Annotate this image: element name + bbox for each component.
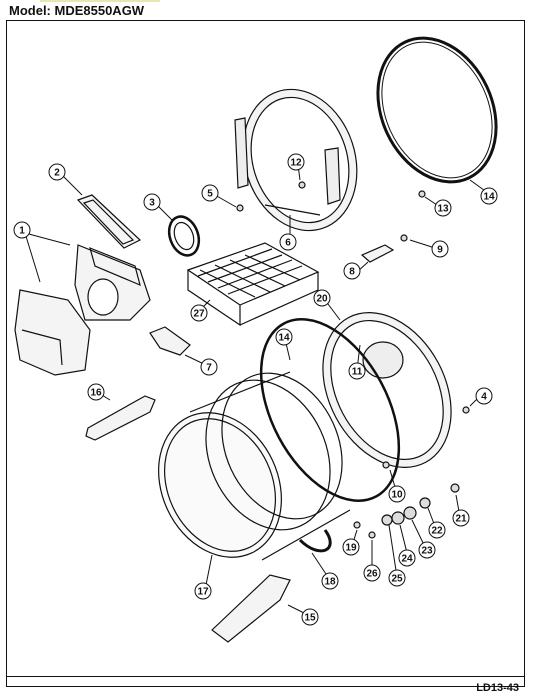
diagram-frame — [6, 20, 525, 687]
callout-14-mid: 14 — [275, 328, 293, 346]
callout-3: 3 — [143, 193, 161, 211]
lint-filter-part-2 — [76, 194, 142, 249]
svg-text:27: 27 — [193, 309, 205, 320]
svg-text:3: 3 — [149, 198, 155, 209]
svg-text:4: 4 — [481, 392, 487, 403]
panel-part-15 — [211, 574, 291, 643]
drying-rack-part-27 — [186, 242, 320, 327]
svg-text:17: 17 — [197, 587, 209, 598]
callout-9: 9 — [431, 240, 449, 258]
top-color-strip — [40, 0, 160, 2]
callout-7: 7 — [200, 358, 218, 376]
foot-pad-part-16 — [85, 395, 156, 441]
callout-8: 8 — [343, 262, 361, 280]
svg-text:14: 14 — [483, 192, 495, 203]
callout-16: 16 — [87, 383, 105, 401]
callout-14-top: 14 — [480, 187, 498, 205]
svg-text:10: 10 — [391, 490, 403, 501]
callout-5: 5 — [201, 184, 219, 202]
svg-text:19: 19 — [345, 543, 357, 554]
callout-6: 6 — [279, 233, 297, 251]
svg-text:25: 25 — [391, 574, 403, 585]
svg-text:24: 24 — [401, 554, 413, 565]
callout-20: 20 — [313, 289, 331, 307]
drum-part-17 — [158, 371, 351, 561]
callout-10: 10 — [388, 485, 406, 503]
callout-12: 12 — [287, 153, 305, 171]
callout-17: 17 — [194, 582, 212, 600]
svg-text:26: 26 — [366, 569, 378, 580]
callout-11: 11 — [348, 362, 366, 380]
model-label: Model: MDE8550AGW — [9, 3, 145, 18]
callout-27: 27 — [190, 304, 208, 322]
hinge-part-8 — [360, 244, 395, 263]
callout-15: 15 — [301, 608, 319, 626]
svg-text:22: 22 — [431, 526, 443, 537]
svg-text:9: 9 — [437, 245, 443, 256]
duct-assembly-part-1 — [14, 244, 151, 376]
callout-4: 4 — [475, 387, 493, 405]
svg-text:6: 6 — [285, 238, 291, 249]
hardware-parts — [236, 181, 470, 539]
callout-13: 13 — [434, 199, 452, 217]
grommet-part-3 — [167, 215, 201, 257]
belt-part-18 — [298, 529, 332, 553]
svg-text:11: 11 — [352, 367, 363, 378]
svg-text:18: 18 — [324, 577, 336, 588]
svg-text:8: 8 — [349, 267, 355, 278]
svg-text:12: 12 — [290, 158, 302, 169]
callout-18: 18 — [321, 572, 339, 590]
callout-21: 21 — [452, 509, 470, 527]
callout-22: 22 — [428, 521, 446, 539]
callout-1: 1 — [13, 221, 31, 239]
rear-bulkhead-part-20 — [322, 312, 452, 468]
bracket-part-7 — [149, 326, 191, 356]
callout-23: 23 — [418, 541, 436, 559]
svg-text:15: 15 — [304, 613, 316, 624]
svg-text:1: 1 — [19, 226, 25, 237]
reference-code: LD13-43 — [476, 682, 519, 694]
svg-text:20: 20 — [316, 294, 328, 305]
svg-text:7: 7 — [206, 363, 212, 374]
footer-bar: LD13-43 — [6, 676, 525, 700]
svg-text:13: 13 — [437, 204, 449, 215]
svg-text:21: 21 — [455, 514, 467, 525]
svg-text:2: 2 — [54, 168, 60, 179]
callout-2: 2 — [48, 163, 66, 181]
callout-24: 24 — [398, 549, 416, 567]
svg-text:14: 14 — [278, 333, 290, 344]
callout-19: 19 — [342, 538, 360, 556]
callouts: 1 2 3 4 5 6 7 8 9 10 11 12 13 14 14 15 1… — [13, 153, 498, 626]
seal-ring-part-14-mid — [259, 318, 401, 502]
svg-text:5: 5 — [207, 189, 213, 200]
callout-26: 26 — [363, 564, 381, 582]
svg-text:23: 23 — [421, 546, 433, 557]
callout-25: 25 — [388, 569, 406, 587]
svg-text:16: 16 — [90, 388, 102, 399]
seal-ring-part-14-top — [376, 36, 498, 184]
